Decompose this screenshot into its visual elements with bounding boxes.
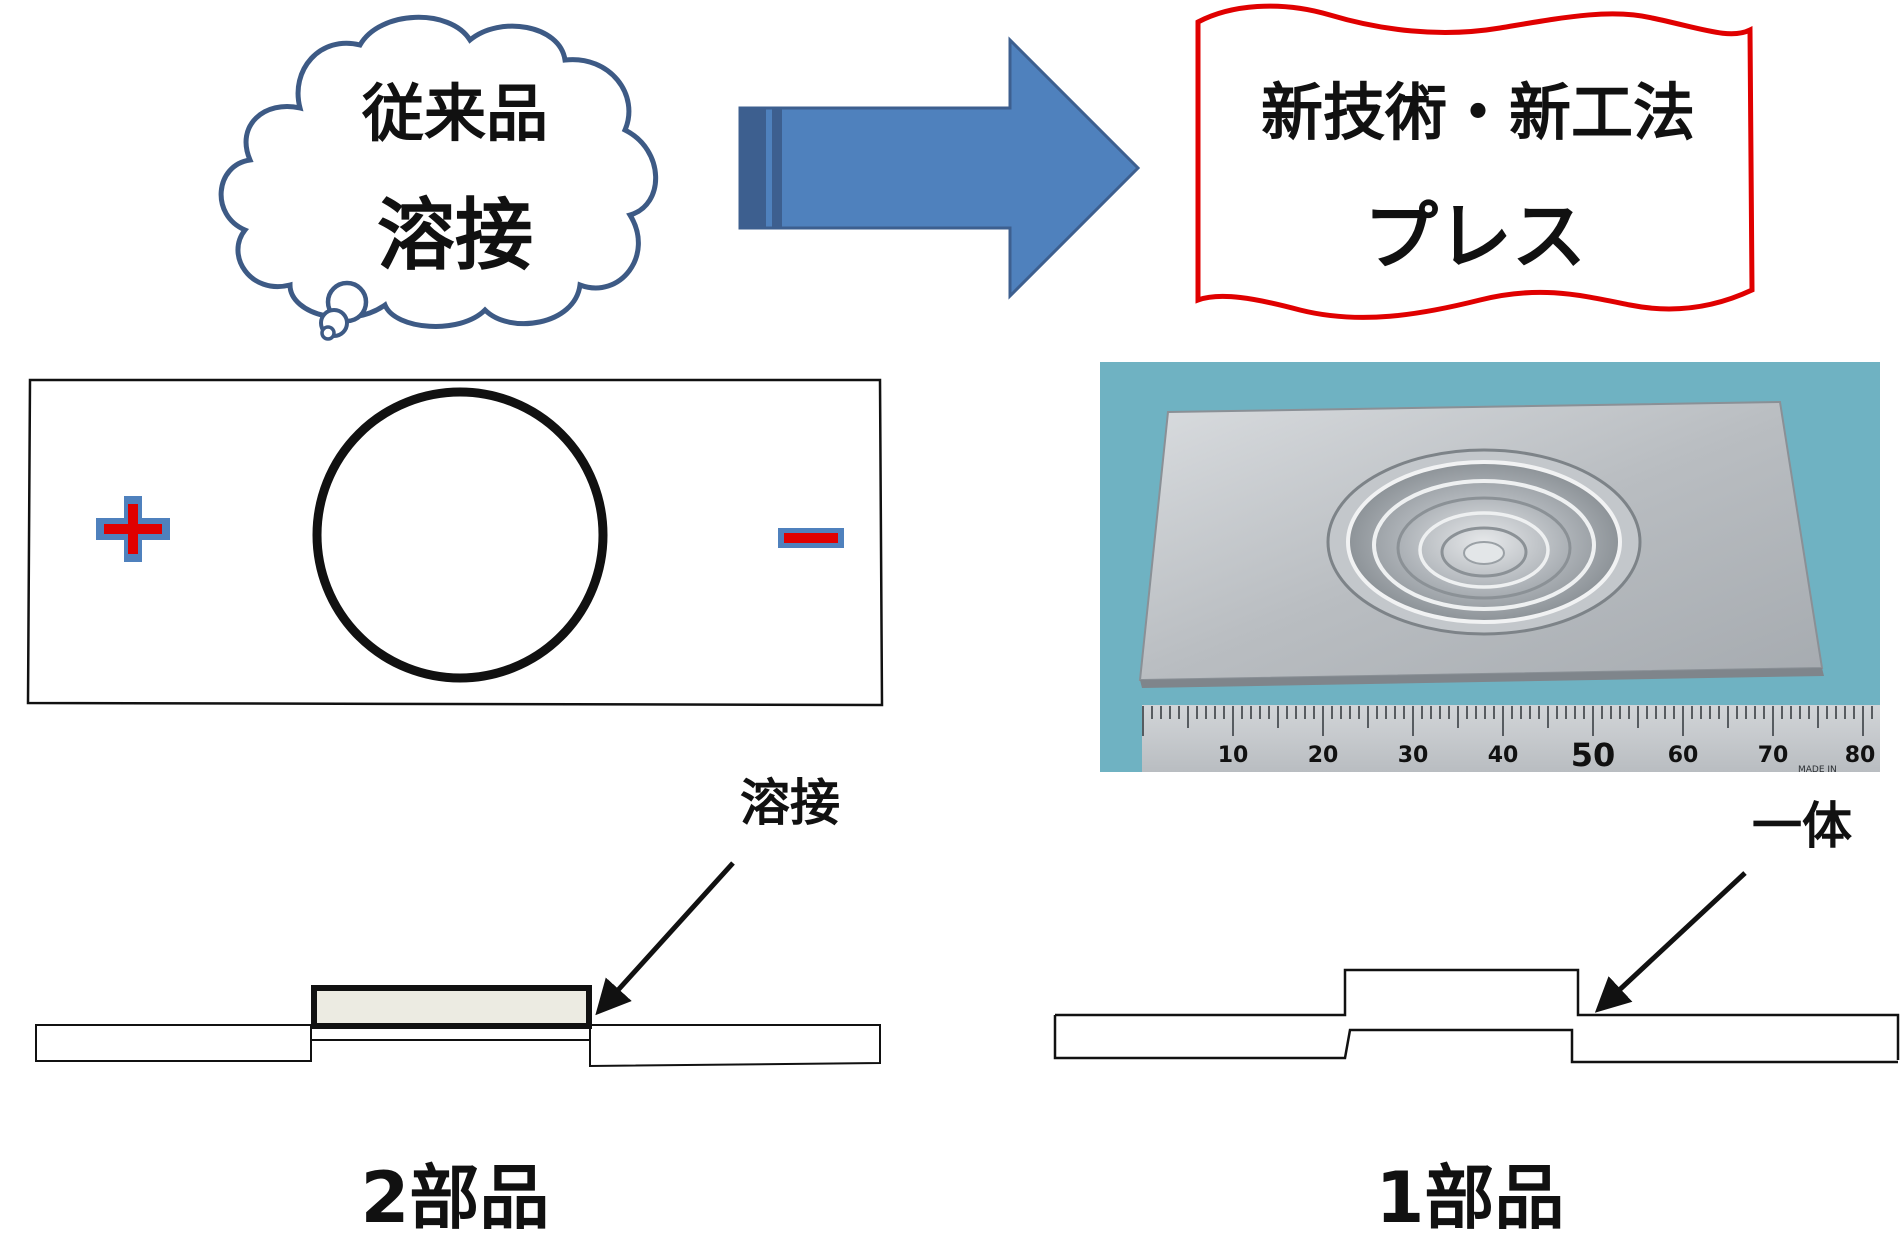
ruler-label-80: 80 bbox=[1845, 743, 1876, 768]
ruler-label-40: 40 bbox=[1488, 743, 1519, 768]
photo-dimple bbox=[1326, 448, 1642, 636]
integral-callout-label: 一体 bbox=[1752, 797, 1852, 855]
cloud-bubble-small bbox=[320, 325, 336, 341]
new-method-line1: 新技術・新工法 bbox=[1261, 76, 1695, 149]
conventional-line2: 溶接 bbox=[377, 191, 533, 281]
plate-circle bbox=[312, 387, 608, 683]
transition-arrow bbox=[738, 36, 1141, 300]
integral-part-top bbox=[1055, 968, 1900, 1060]
banner-shape bbox=[1195, 3, 1755, 320]
ruler-maker-text: MADE IN bbox=[1798, 765, 1837, 775]
pressed-plate-photo: 10 20 30 40 50 60 70 80 MADE IN bbox=[1100, 362, 1880, 775]
ruler-label-50: 50 bbox=[1571, 736, 1616, 774]
welded-disc bbox=[311, 985, 592, 1029]
two-part-cross-section: 溶接 2部品 bbox=[35, 774, 881, 1239]
ruler-body bbox=[1142, 705, 1880, 772]
ruler-label-10: 10 bbox=[1218, 743, 1249, 768]
photo-ruler: 10 20 30 40 50 60 70 80 MADE IN bbox=[1142, 705, 1880, 775]
photo-plate-edge bbox=[1140, 668, 1824, 688]
one-part-caption: 1部品 bbox=[1376, 1157, 1565, 1239]
integral-part-bottom bbox=[1053, 1015, 1898, 1064]
conventional-cloud: 従来品 溶接 bbox=[218, 14, 659, 341]
conventional-plate-topview: + − bbox=[26, 378, 884, 707]
arrow-stripe-mid bbox=[772, 108, 782, 228]
one-part-cross-section: 一体 1部品 bbox=[1053, 797, 1900, 1239]
ruler-label-60: 60 bbox=[1668, 743, 1699, 768]
plus-terminal-icon: + bbox=[96, 496, 170, 562]
new-method-line2: プレス bbox=[1364, 194, 1586, 280]
base-plate-right bbox=[589, 1024, 881, 1068]
cloud-shape bbox=[218, 14, 659, 329]
minus-terminal-icon: − bbox=[778, 528, 844, 548]
integral-callout-arrow bbox=[1594, 871, 1747, 1013]
arrow-stripe-dark bbox=[740, 108, 766, 228]
ruler-ticks bbox=[1142, 706, 1873, 736]
base-plate-gap bbox=[310, 1025, 591, 1066]
two-part-caption: 2部品 bbox=[361, 1157, 550, 1239]
arrow-body bbox=[738, 36, 1141, 300]
weld-callout-arrow bbox=[595, 861, 735, 1016]
weld-callout-label: 溶接 bbox=[740, 774, 840, 832]
base-plate-left bbox=[35, 1024, 312, 1062]
ruler-label-20: 20 bbox=[1308, 743, 1339, 768]
ruler-label-30: 30 bbox=[1398, 743, 1429, 768]
ruler-label-70: 70 bbox=[1758, 743, 1789, 768]
conventional-line1: 従来品 bbox=[361, 77, 548, 150]
new-method-banner: 新技術・新工法 プレス bbox=[1195, 3, 1755, 320]
